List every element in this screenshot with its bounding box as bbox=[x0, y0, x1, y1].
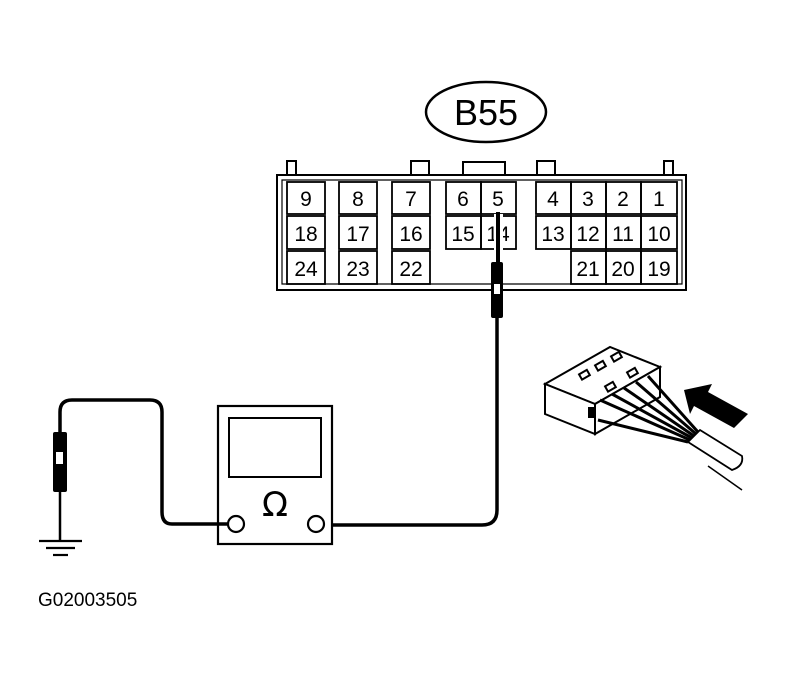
pin-3: 3 bbox=[582, 188, 594, 211]
pin-8: 8 bbox=[352, 188, 364, 211]
meter-terminal-left bbox=[226, 514, 246, 534]
pin-18: 18 bbox=[294, 223, 317, 246]
connector-id-badge: B55 bbox=[424, 80, 548, 144]
pin-15: 15 bbox=[451, 223, 474, 246]
ohm-symbol-icon: Ω bbox=[262, 485, 288, 525]
pin-10: 10 bbox=[647, 223, 670, 246]
lock-tab bbox=[663, 160, 674, 176]
pin-12: 12 bbox=[576, 223, 599, 246]
pin-23: 23 bbox=[346, 258, 369, 281]
connector-id: B55 bbox=[454, 92, 518, 133]
ohmmeter: Ω bbox=[216, 404, 334, 546]
pin-6: 6 bbox=[457, 188, 469, 211]
pin-24: 24 bbox=[294, 258, 318, 281]
arrow-icon bbox=[684, 384, 748, 428]
pin-9: 9 bbox=[300, 188, 312, 211]
lock-tab bbox=[462, 161, 506, 176]
pin-22: 22 bbox=[399, 258, 422, 281]
pin-13: 13 bbox=[541, 223, 564, 246]
pin-16: 16 bbox=[399, 223, 422, 246]
pin-21: 21 bbox=[576, 258, 599, 281]
pin-5: 5 bbox=[492, 188, 504, 211]
lock-tab bbox=[286, 160, 297, 176]
meter-display bbox=[228, 417, 322, 478]
pin-7: 7 bbox=[405, 188, 417, 211]
pin-labels: 9 8 7 6 5 4 3 2 1 18 17 16 15 14 13 12 1… bbox=[294, 188, 670, 281]
pin-17: 17 bbox=[346, 223, 369, 246]
lock-tab bbox=[536, 160, 556, 176]
lock-tab bbox=[410, 160, 430, 176]
pin-11: 11 bbox=[612, 223, 634, 246]
pin-1: 1 bbox=[653, 188, 665, 211]
backprobe-connector-icon bbox=[542, 345, 744, 491]
pin-20: 20 bbox=[611, 258, 634, 281]
pin-4: 4 bbox=[547, 188, 559, 211]
figure-code: G02003505 bbox=[38, 590, 137, 611]
meter-terminal-right bbox=[306, 514, 326, 534]
ground-probe bbox=[53, 432, 67, 540]
ground-icon bbox=[39, 539, 82, 557]
probe-lead-wire bbox=[318, 318, 499, 527]
pin-2: 2 bbox=[617, 188, 629, 211]
pin-19: 19 bbox=[647, 258, 670, 281]
test-probe bbox=[491, 212, 503, 318]
ground-lead-wire bbox=[58, 398, 228, 526]
connector-b55 bbox=[276, 160, 687, 291]
